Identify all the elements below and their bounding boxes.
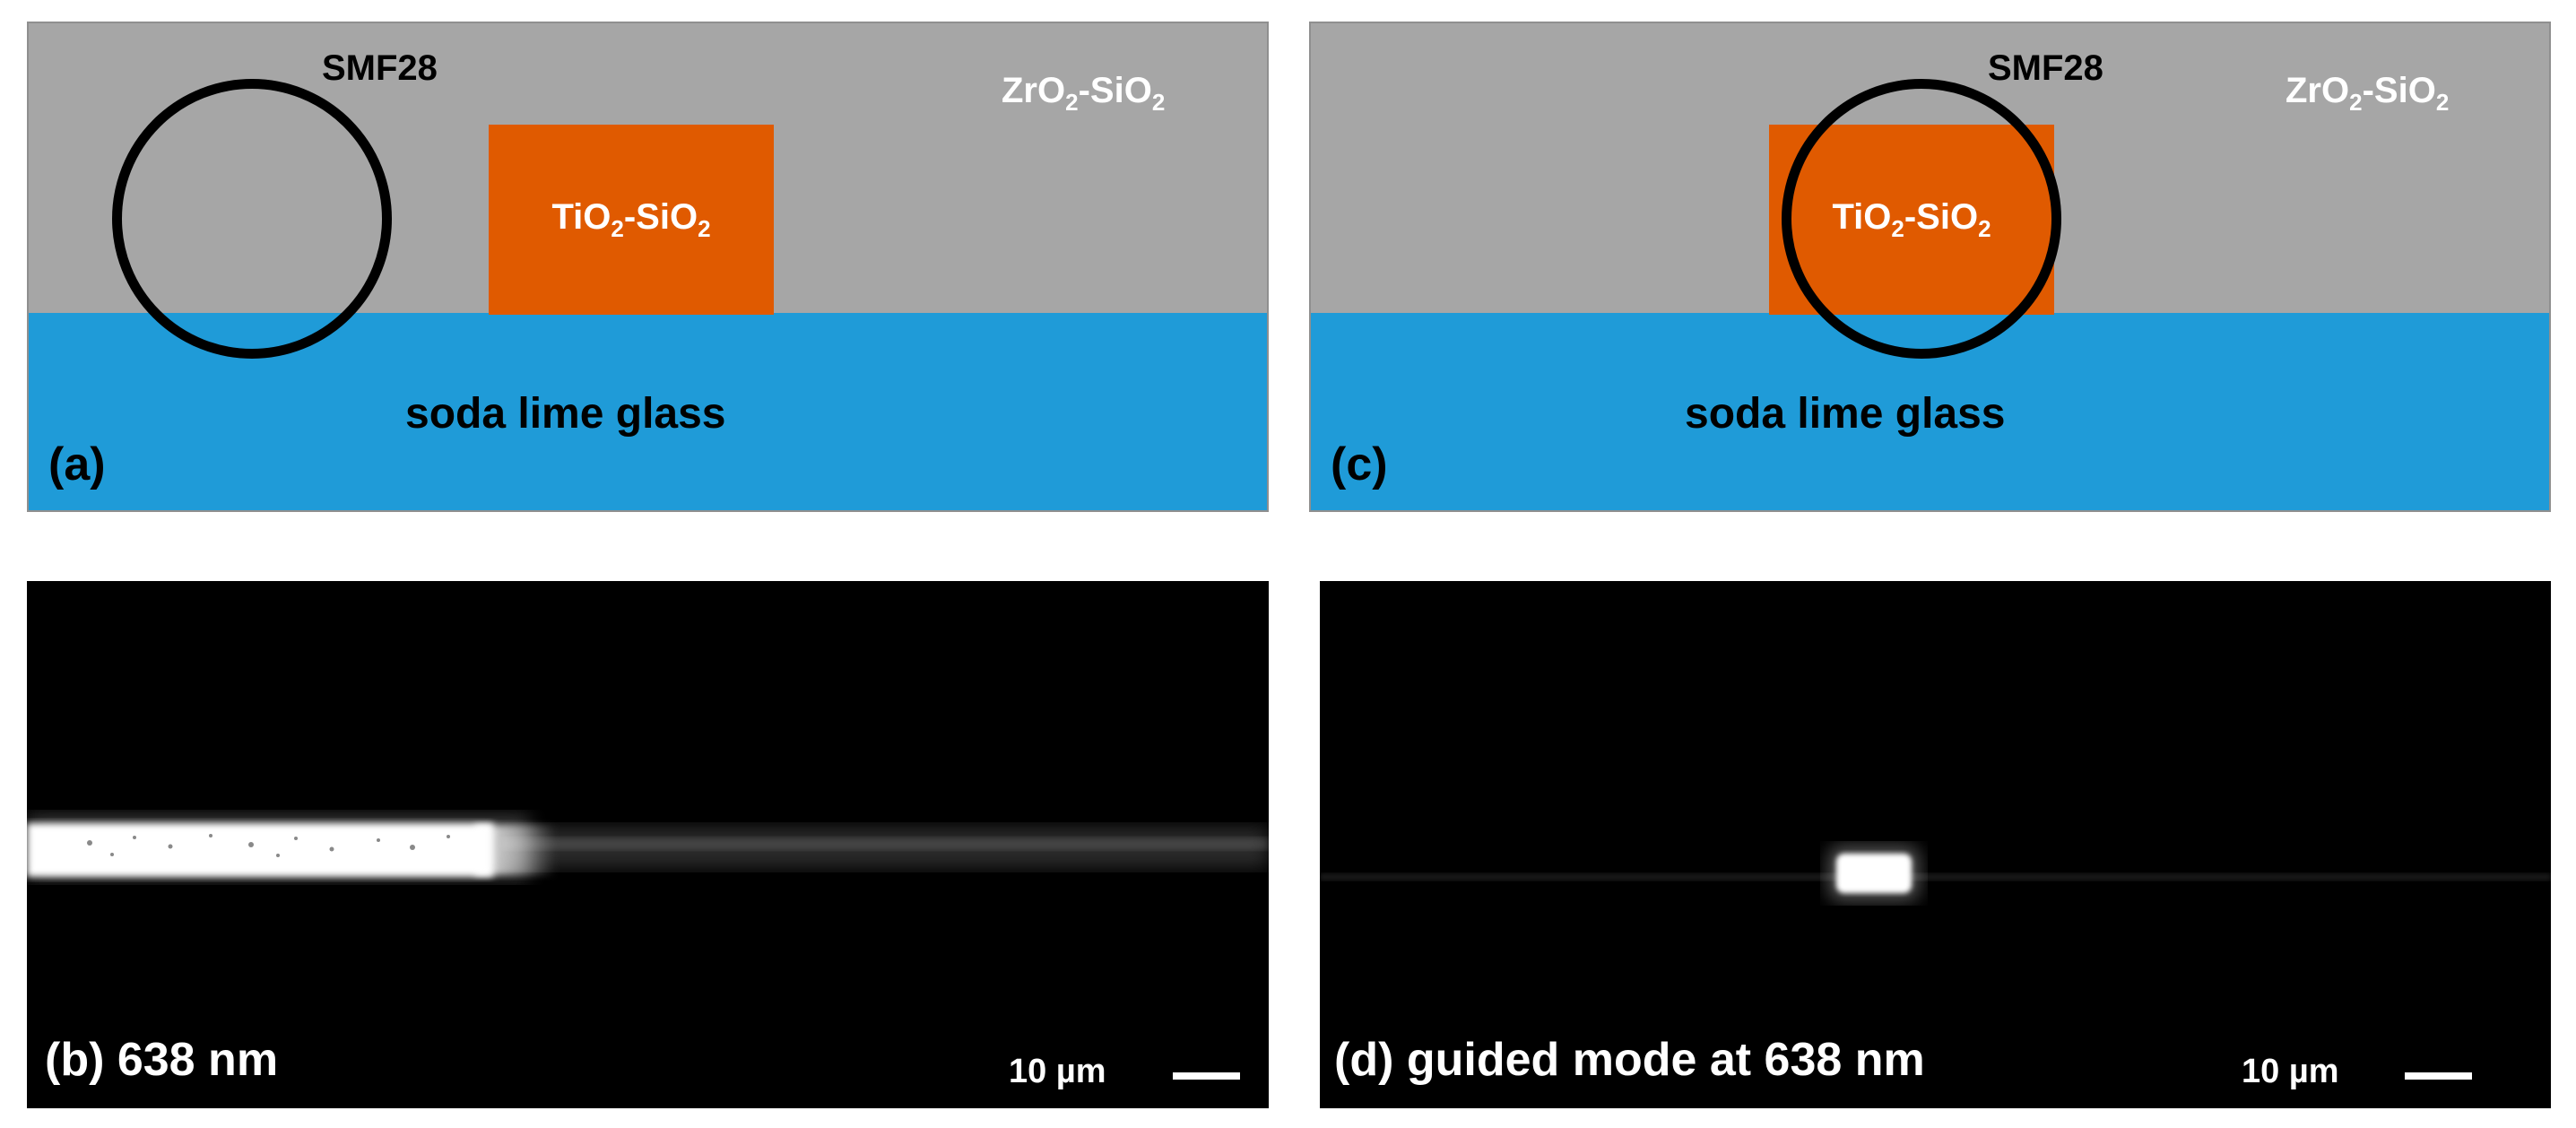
core-waveguide: TiO2-SiO2 — [489, 125, 774, 315]
scale-bar — [1173, 1072, 1240, 1080]
speckle-dots — [87, 834, 450, 857]
panel-d-micrograph: (d) guided mode at 638 nm 10 µm — [1320, 581, 2551, 1108]
fiber-core-ring — [112, 79, 392, 359]
planar-film-streak — [1320, 873, 2551, 881]
fiber-label: SMF28 — [1988, 48, 2103, 88]
panel-c-schematic: TiO2-SiO2 SMF28 ZrO2-SiO2 soda lime glas… — [1309, 22, 2551, 512]
guided-mode-spot — [1836, 854, 1912, 893]
output-facet-image — [1320, 846, 2551, 900]
scale-bar — [2405, 1072, 2472, 1080]
panel-a-schematic: TiO2-SiO2 SMF28 ZrO2-SiO2 soda lime glas… — [27, 22, 1269, 512]
substrate-label: soda lime glass — [405, 390, 726, 438]
panel-label: (a) — [48, 438, 106, 490]
scale-label: 10 µm — [1009, 1053, 1106, 1090]
cladding-label: ZrO2-SiO2 — [1002, 71, 1166, 116]
panel-label: (b) 638 nm — [45, 1034, 279, 1086]
light-edge-fade — [475, 825, 556, 875]
core-label: TiO2-SiO2 — [551, 197, 711, 242]
fiber-core-ring — [1782, 79, 2061, 359]
substrate-label: soda lime glass — [1685, 390, 2006, 438]
cladding-label: ZrO2-SiO2 — [2285, 71, 2450, 116]
fiber-label: SMF28 — [322, 48, 438, 88]
bright-light-region — [27, 823, 493, 877]
scale-label: 10 µm — [2242, 1053, 2339, 1090]
panel-label: (d) guided mode at 638 nm — [1334, 1034, 1925, 1086]
planar-film-streak — [502, 837, 1269, 850]
output-facet-image — [27, 816, 1269, 879]
panel-b-micrograph: (b) 638 nm 10 µm — [27, 581, 1269, 1108]
panel-label: (c) — [1331, 438, 1388, 490]
